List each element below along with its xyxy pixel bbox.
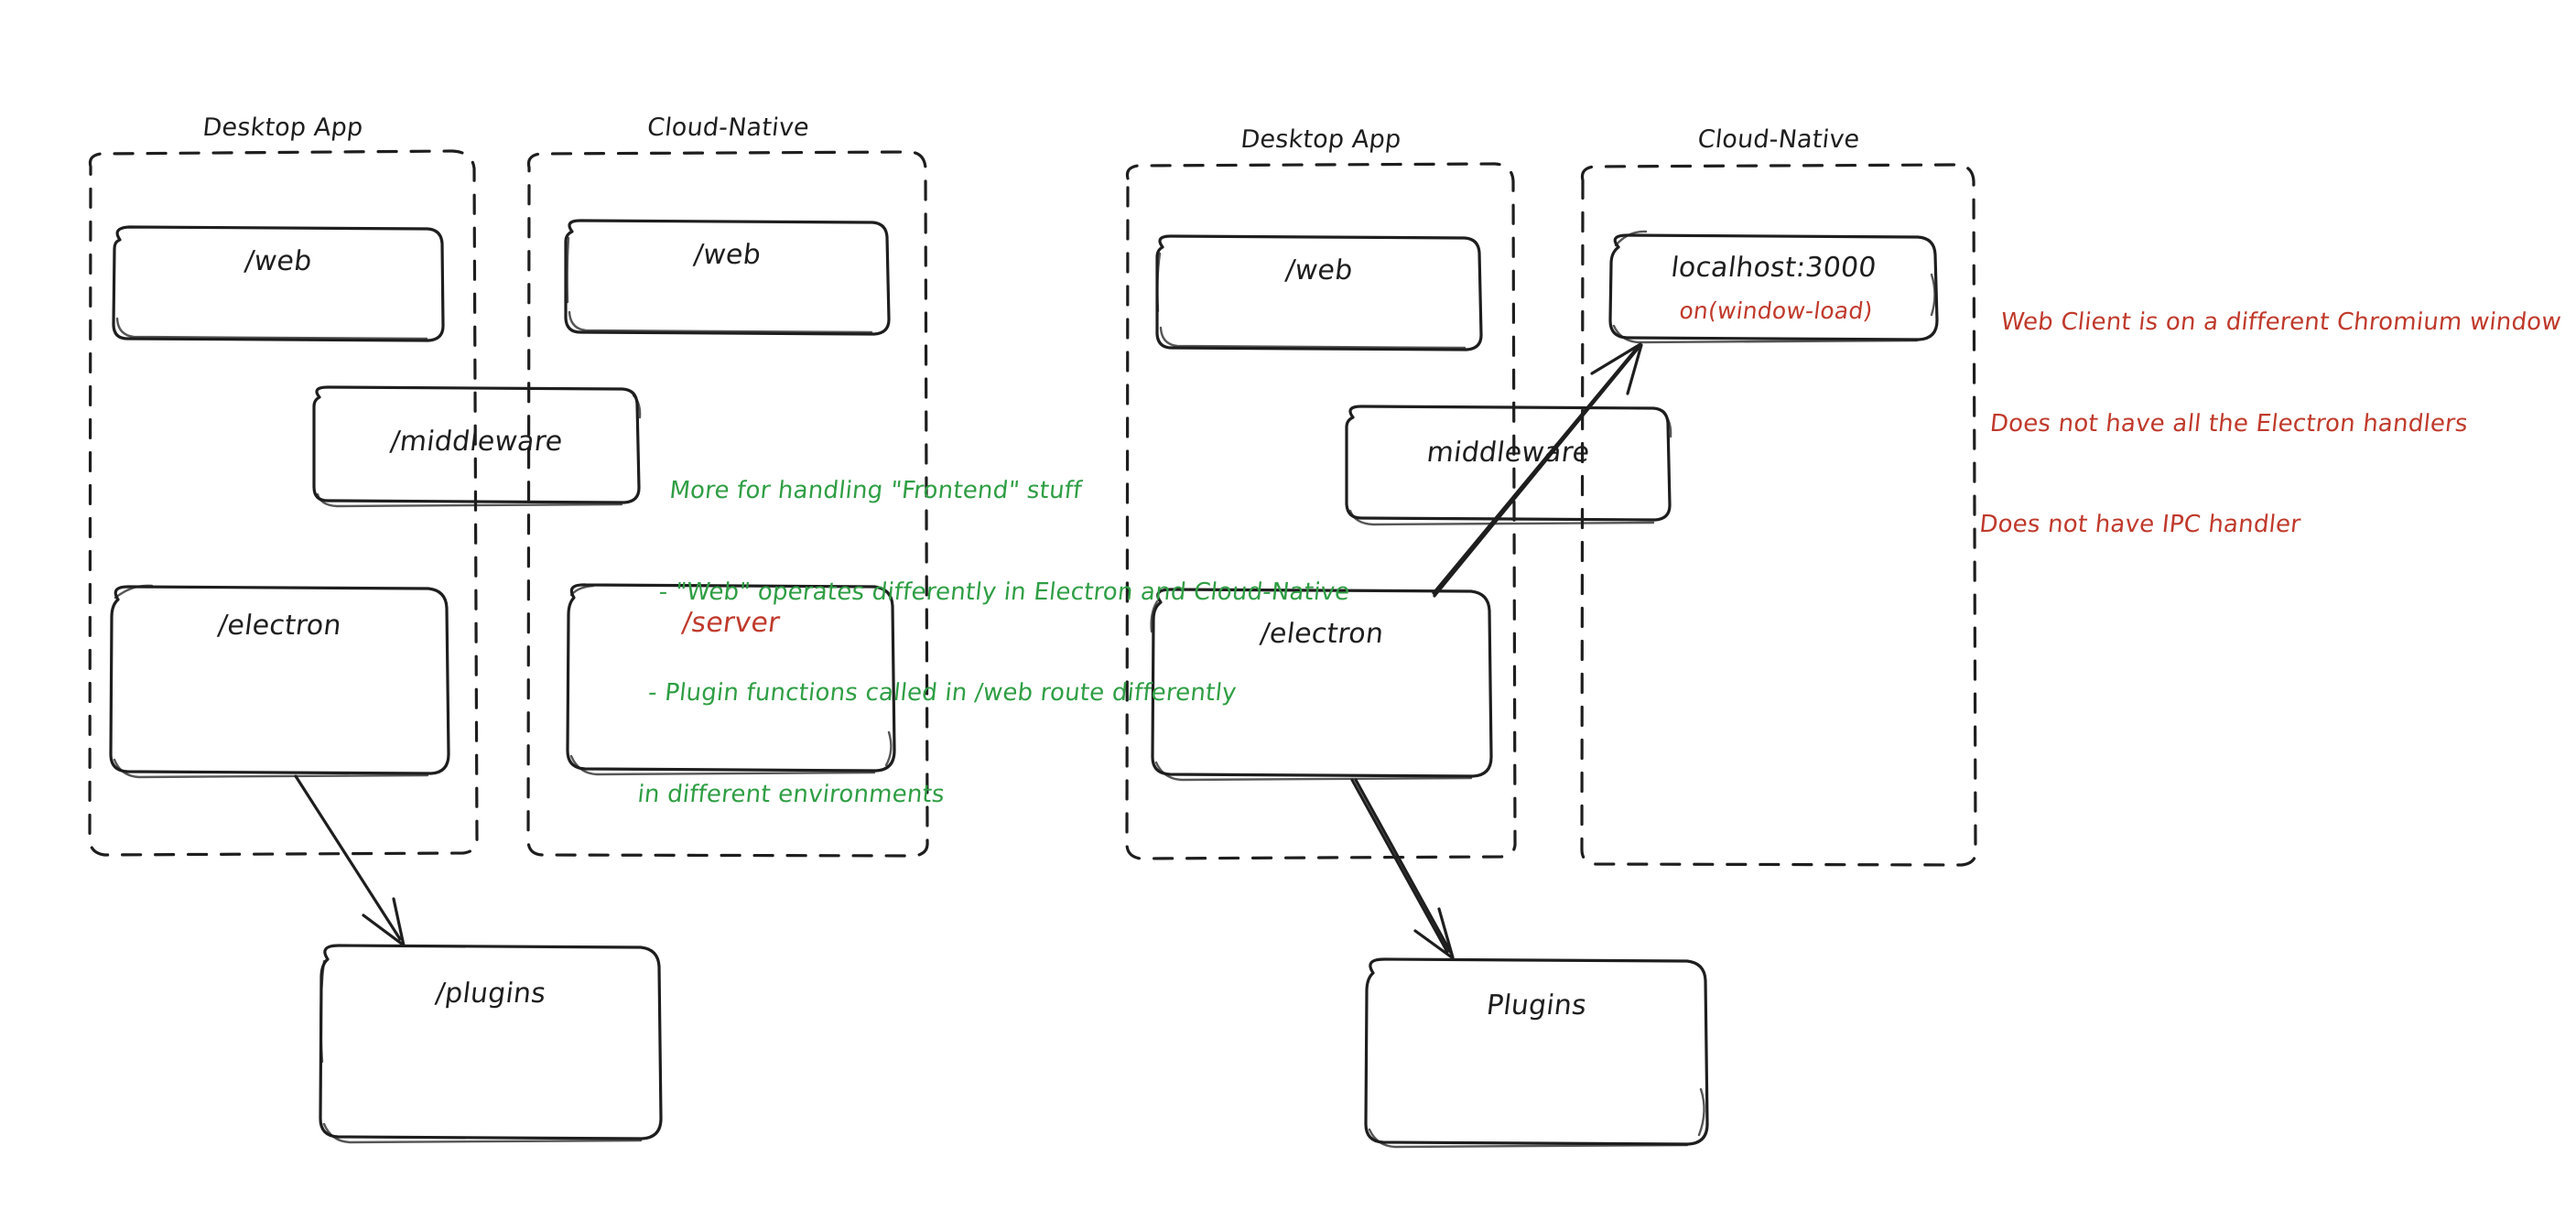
node-label-left-electron: /electron <box>216 610 343 642</box>
group-label-right-desktop-app: Desktop App <box>1239 125 1403 154</box>
group-label-left-cloud-native: Cloud-Native <box>645 113 811 142</box>
annotation-web-client-line-3: Does not have IPC handler <box>1977 511 2302 539</box>
annotation-frontend-line-2: - "Web" operates differently in Electron… <box>657 578 1351 606</box>
node-label-left-cloud-web: /web <box>691 239 763 271</box>
node-label-right-electron: /electron <box>1258 618 1386 650</box>
arrow-left-electron-to-plugins <box>294 774 406 947</box>
annotation-frontend-line-1: More for handling "Frontend" stuff <box>667 476 1084 504</box>
node-label-right-middleware: middleware <box>1424 437 1592 469</box>
arrow-right-electron-to-plugins <box>1350 778 1455 959</box>
annotation-frontend-line-3: - Plugin functions called in /web route … <box>646 679 1239 708</box>
annotation-frontend-line-4: in different environments <box>636 780 947 808</box>
node-label-left-middleware: /middleware <box>388 426 565 458</box>
annotation-web-client-line-2: Does not have all the Electron handlers <box>1988 409 2470 438</box>
node-sublabel-right-localhost-on-window-load: on(window-load) <box>1677 297 1875 324</box>
node-label-left-desktop-web: /web <box>243 245 314 277</box>
group-label-left-desktop-app: Desktop App <box>200 113 365 142</box>
node-label-right-desktop-web: /web <box>1283 254 1355 286</box>
node-label-right-plugins: Plugins <box>1484 989 1589 1021</box>
group-label-right-cloud-native: Cloud-Native <box>1696 125 1861 154</box>
annotation-web-client-line-1: Web Client is on a different Chromium wi… <box>1999 308 2563 336</box>
annotation-web-client-note: Web Client is on a different Chromium wi… <box>1971 238 2571 610</box>
node-label-left-plugins: /plugins <box>433 978 548 1010</box>
node-label-right-localhost: localhost:3000 <box>1669 252 1878 284</box>
